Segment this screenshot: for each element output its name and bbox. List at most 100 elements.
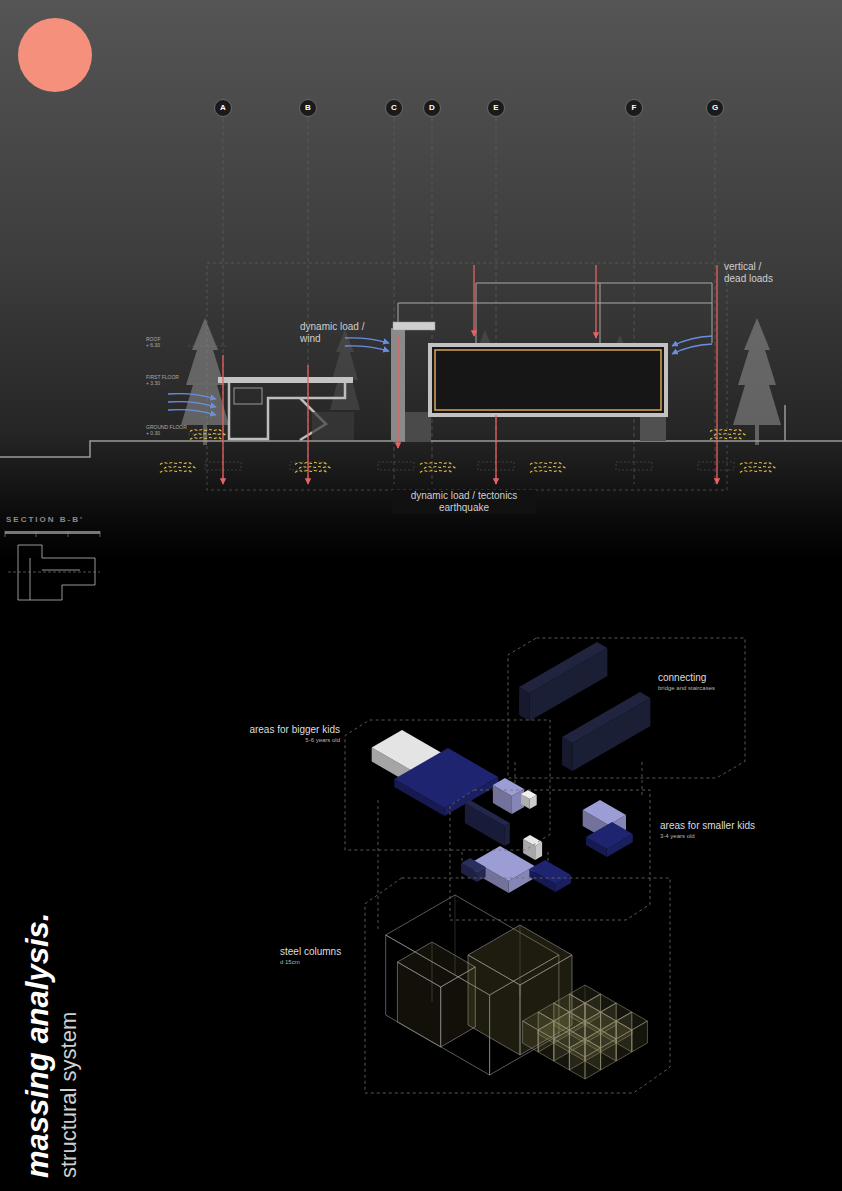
block-top — [583, 800, 626, 825]
dashed-outline — [450, 790, 650, 920]
load-arrow — [495, 415, 496, 484]
level-name: ROOF — [146, 336, 160, 342]
quake-wave — [534, 467, 566, 469]
block-top — [529, 860, 571, 884]
board-title: massing analysis. — [22, 913, 53, 1178]
scale-ticks — [5, 531, 100, 537]
bridge-structure — [435, 350, 661, 410]
grid-line — [496, 118, 497, 484]
level-name: FIRST FLOOR — [146, 374, 179, 380]
grid-line — [308, 118, 309, 484]
wind-arrow — [345, 338, 389, 343]
grid-label: E — [493, 103, 498, 113]
section-cut — [8, 572, 100, 573]
frame-dashed — [207, 263, 727, 490]
grid-label: C — [391, 103, 397, 113]
layer-label: connecting — [658, 672, 743, 684]
wall-shade — [312, 412, 354, 440]
grid-label: B — [305, 103, 311, 113]
footing — [616, 462, 652, 470]
grid-line — [634, 118, 635, 484]
block-top — [519, 642, 607, 693]
level-value: + 6.30 — [146, 342, 160, 348]
load-label: dynamic load / wind — [300, 321, 378, 345]
grid-bubble: A — [214, 99, 232, 117]
quake-wave — [190, 438, 222, 440]
layer-note: bridge and staircases — [658, 685, 743, 692]
block-top — [465, 800, 510, 826]
quake-wave — [424, 467, 456, 469]
grid-bubble: F — [625, 99, 643, 117]
layer-outline: areas for smaller kids3-4 years old — [450, 790, 650, 920]
level-value: + 3.30 — [146, 380, 160, 386]
quake-wave — [710, 430, 742, 432]
section-title: SECTION B-B' — [6, 515, 84, 525]
bridge-box — [430, 345, 666, 415]
roof-slab — [218, 377, 353, 383]
block-top — [394, 748, 498, 808]
grid-bubble: D — [423, 99, 441, 117]
footing — [378, 462, 414, 470]
level-value: + 0.30 — [146, 430, 160, 436]
quake-wave — [194, 434, 226, 436]
key-plan — [18, 545, 95, 600]
load-label: vertical / dead loads — [724, 261, 784, 285]
roof-slab — [393, 322, 435, 330]
layer-outline: steel columnsd 15cm — [365, 878, 670, 1093]
quake-wave — [530, 463, 562, 465]
grid-label: D — [429, 103, 435, 113]
load-arrow — [397, 335, 398, 448]
quake-wave — [164, 467, 196, 469]
block-top — [562, 692, 650, 743]
fence — [784, 405, 786, 441]
room — [234, 388, 262, 404]
load-arrow — [595, 265, 596, 338]
grid-label: G — [712, 103, 718, 113]
dashed-outline — [345, 720, 550, 850]
massing-blocks — [372, 642, 651, 1079]
wind-arrow — [672, 344, 712, 354]
block-top — [461, 858, 485, 872]
layer-label: steel columns — [280, 946, 360, 958]
wind-arrow — [345, 346, 389, 351]
layer-outline-shape — [365, 878, 670, 1093]
earthquake-marks — [160, 430, 776, 473]
ground-line — [0, 441, 842, 457]
scale-bar — [5, 531, 100, 534]
column-wireframe — [397, 942, 475, 987]
layer-label: areas for bigger kids — [220, 724, 340, 736]
dashed-outline — [365, 878, 670, 1093]
quake-wave — [299, 467, 331, 469]
quake-wave — [420, 463, 452, 465]
block-top — [523, 835, 542, 846]
quake-wave — [714, 434, 746, 436]
quake-wave — [190, 430, 222, 432]
dashed-outline — [508, 638, 745, 778]
quake-wave — [295, 471, 327, 473]
grid-label: F — [632, 103, 637, 113]
quake-wave — [160, 463, 192, 465]
wind-arrow — [168, 402, 216, 407]
grid-line — [223, 118, 224, 484]
layer-outline: connectingbridge and staircases — [508, 638, 745, 778]
load-label: dynamic load / tectonics earthquake — [392, 490, 536, 514]
column-line — [585, 1039, 586, 1061]
layer-label: areas for smaller kids — [660, 820, 770, 832]
block-top — [521, 790, 537, 799]
frame-beam — [398, 303, 712, 304]
load-arrow — [473, 265, 474, 336]
board-subtitle: structural system — [58, 1012, 80, 1178]
block-top — [493, 778, 524, 796]
frame-beam — [476, 283, 712, 284]
layer-note: 3-4 years old — [660, 833, 770, 840]
grid-bubble: C — [385, 99, 403, 117]
wall-shade — [405, 412, 431, 442]
wind-arrow — [168, 394, 216, 399]
wall-shade — [640, 417, 666, 441]
block-top — [586, 822, 633, 849]
quake-wave — [740, 471, 772, 473]
level-name: GROUND FLOOR — [146, 424, 187, 430]
quake-wave — [295, 463, 327, 465]
grid-bubble: B — [299, 99, 317, 117]
